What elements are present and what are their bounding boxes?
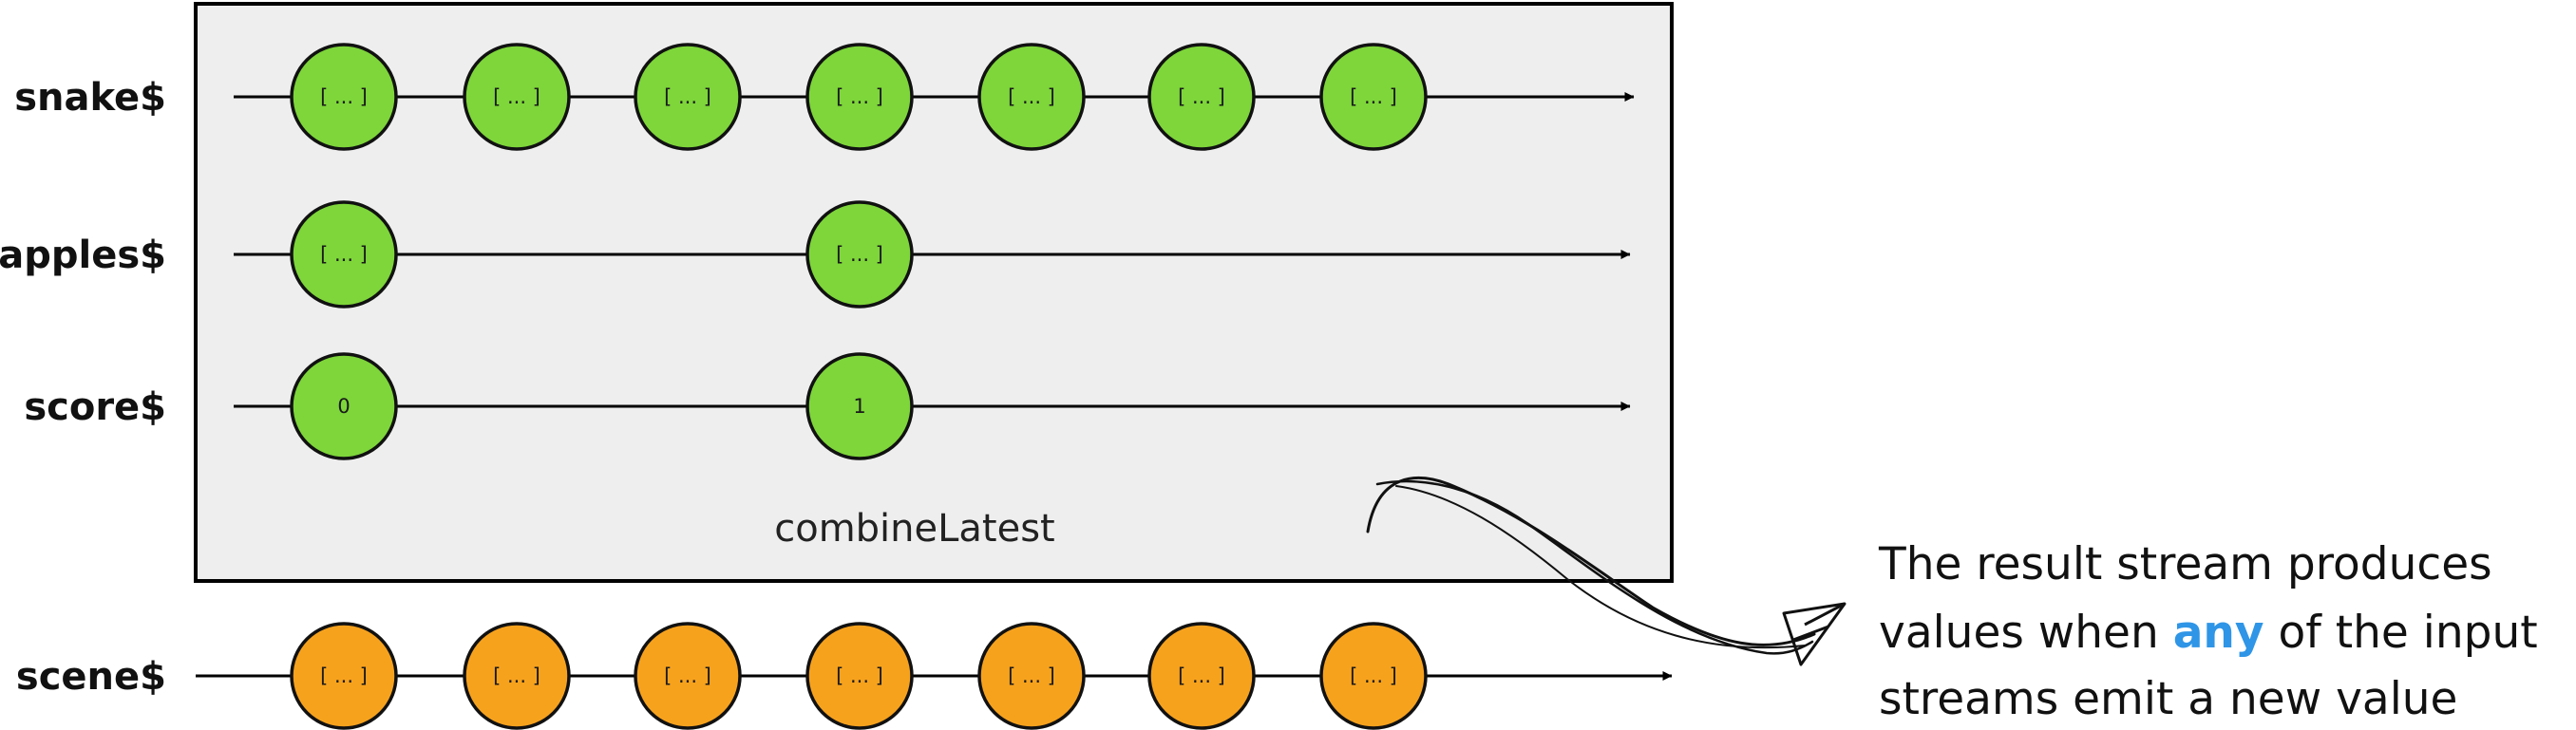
marble-value: 1 <box>853 395 865 418</box>
marble-value: [ ... ] <box>1178 85 1225 108</box>
marble: [ ... ] <box>805 200 914 309</box>
stream-label: snake$ <box>14 76 166 120</box>
marble-circle <box>634 622 742 730</box>
annotation-line-3: streams emit a new value <box>1879 673 2457 725</box>
marble-circle <box>463 622 571 730</box>
marble-circle <box>290 352 398 460</box>
marble: [ ... ] <box>977 622 1086 730</box>
marble-circle <box>805 43 914 151</box>
marble: [ ... ] <box>977 43 1086 151</box>
annotation-line-2-end: of the input <box>2264 607 2538 659</box>
curved-arrow-icon <box>1366 477 1816 655</box>
marble-circle <box>805 352 914 460</box>
marble-circle <box>1319 43 1428 151</box>
stream-scene: scene$ [ ... ] [ ... ] [ ... ] [ ... ] [ ... … <box>16 622 1673 730</box>
marble: [ ... ] <box>290 622 398 730</box>
marble: [ ... ] <box>1319 622 1428 730</box>
marble-value: [ ... ] <box>836 85 883 108</box>
marble: [ ... ] <box>463 622 571 730</box>
marble: [ ... ] <box>634 622 742 730</box>
marble-value: [ ... ] <box>320 664 368 687</box>
marble-circle <box>1147 43 1256 151</box>
marble-value: [ ... ] <box>1350 664 1397 687</box>
marble-circle <box>805 200 914 309</box>
marble-value: [ ... ] <box>836 664 883 687</box>
marble-value: [ ... ] <box>1008 85 1055 108</box>
marble: [ ... ] <box>805 622 914 730</box>
marble: [ ... ] <box>463 43 571 151</box>
marble: [ ... ] <box>1147 622 1256 730</box>
marble: [ ... ] <box>805 43 914 151</box>
annotation-emphasis: any <box>2173 607 2264 659</box>
marble-value: [ ... ] <box>493 664 540 687</box>
marble-circle <box>977 43 1086 151</box>
marble-circle <box>290 43 398 151</box>
stream-score: score$ 0 1 <box>24 352 1631 460</box>
marble: 0 <box>290 352 398 460</box>
marble-circle <box>1319 622 1428 730</box>
marble-circle <box>290 200 398 309</box>
marble-value: [ ... ] <box>1350 85 1397 108</box>
marble-value: [ ... ] <box>664 85 711 108</box>
stream-label: scene$ <box>16 655 166 699</box>
marble-circle <box>463 43 571 151</box>
marble: [ ... ] <box>1147 43 1256 151</box>
marble: [ ... ] <box>290 43 398 151</box>
operator-label: combineLatest <box>774 507 1055 551</box>
marble-value: [ ... ] <box>1008 664 1055 687</box>
marble-value: [ ... ] <box>320 85 368 108</box>
marble-value: 0 <box>337 395 350 418</box>
annotation-line-1: The result stream produces <box>1878 538 2492 590</box>
marble: [ ... ] <box>634 43 742 151</box>
marble-circle <box>1147 622 1256 730</box>
marble-value: [ ... ] <box>493 85 540 108</box>
stream-label: apples$ <box>0 234 166 277</box>
marble: [ ... ] <box>1319 43 1428 151</box>
annotation-line-2: values when any of the input <box>1879 607 2538 659</box>
marble: 1 <box>805 352 914 460</box>
stream-apples: apples$ [ ... ] [ ... ] <box>0 200 1631 309</box>
marble-value: [ ... ] <box>1178 664 1225 687</box>
marble-circle <box>805 622 914 730</box>
marble-value: [ ... ] <box>836 243 883 266</box>
operator-box <box>194 2 1674 583</box>
marble-value: [ ... ] <box>664 664 711 687</box>
marble: [ ... ] <box>290 200 398 309</box>
marble-value: [ ... ] <box>320 243 368 266</box>
stream-snake: snake$ [ ... ] [ ... ] [ ... ] [ ... ] [ ... … <box>14 43 1635 151</box>
marble-circle <box>290 622 398 730</box>
marble-circle <box>977 622 1086 730</box>
stream-label: score$ <box>24 385 166 429</box>
annotation-line-2-start: values when <box>1879 607 2173 659</box>
marble-circle <box>634 43 742 151</box>
arrowhead-icon <box>1782 602 1847 666</box>
